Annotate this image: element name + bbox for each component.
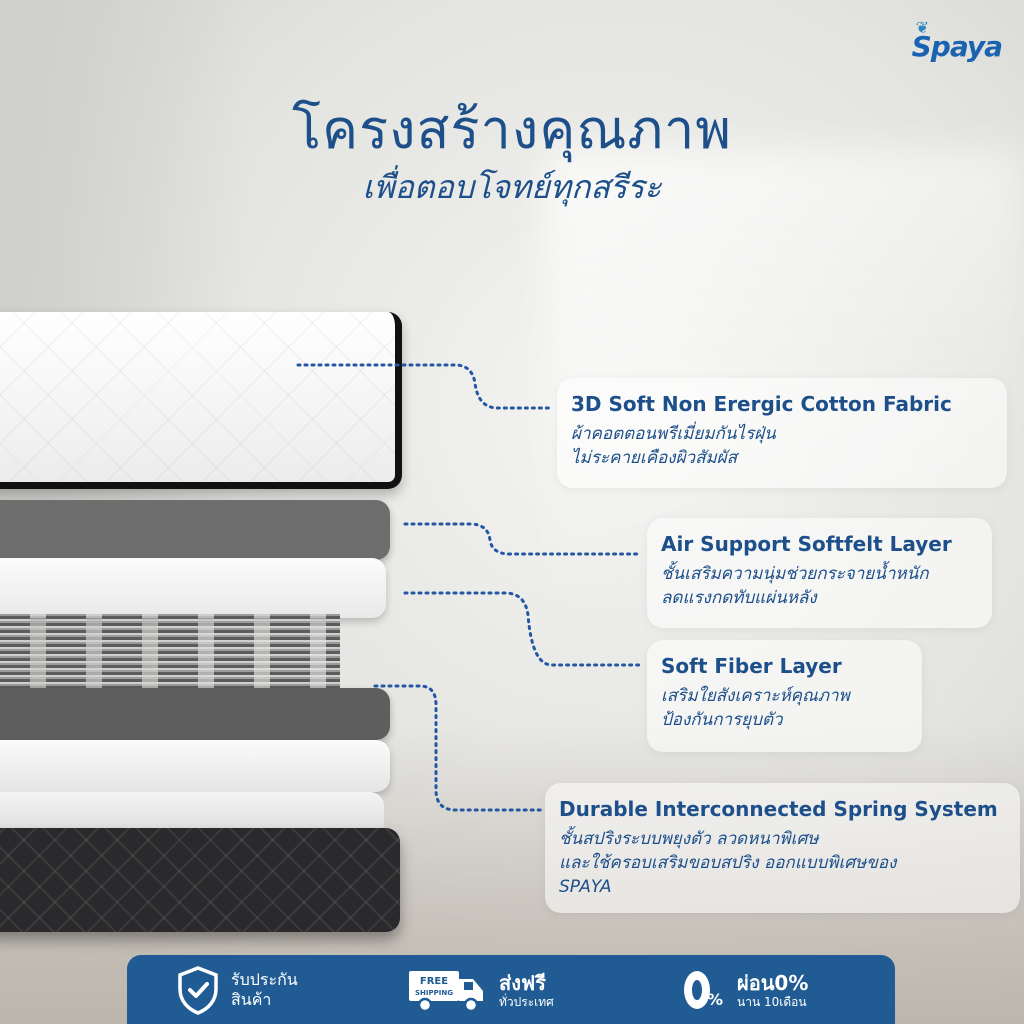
warranty-line2: สินค้า <box>231 989 272 1009</box>
feature-bar: รับประกัน สินค้า FREE SHIPPING ส่งฟรี ทั… <box>127 955 895 1024</box>
leader-line-cotton <box>296 363 552 410</box>
layer-card-title: 3D Soft Non Erergic Cotton Fabric <box>571 392 952 416</box>
brand-logo: ❦ Spaya <box>911 18 1003 63</box>
layer-fiber-bottom <box>0 740 390 792</box>
page-title: โครงสร้างคุณภาพ <box>292 98 732 161</box>
svg-text:%: % <box>707 990 723 1009</box>
truck-icon: FREE SHIPPING <box>409 970 483 1012</box>
layer-fiber-top <box>0 558 386 618</box>
layer-card-desc: ชั้นสปริงระบบพยุงตัว ลวดหนาพิเศษ และใช้ค… <box>559 829 897 897</box>
shipping-sub: ทั่วประเทศ <box>499 994 554 1009</box>
leader-line-softfelt <box>403 522 642 556</box>
warranty-line1: รับประกัน <box>231 969 298 989</box>
layer-card-desc: เสริมใยสังเคราะห์คุณภาพ ป้องกันการยุบตัว <box>661 686 850 730</box>
installment-sub: นาน 10เดือน <box>737 994 807 1009</box>
installment-title: ผ่อน0% <box>737 970 809 995</box>
layer-card-title: Soft Fiber Layer <box>661 654 842 678</box>
layer-card-softfelt: Air Support Softfelt Layer ชั้นเสริมความ… <box>647 518 992 628</box>
feature-shipping: FREE SHIPPING ส่งฟรี ทั่วประเทศ <box>407 955 554 1024</box>
mattress-cross-section <box>0 300 420 940</box>
layer-softfelt-top <box>0 500 390 560</box>
leaf-icon: ❦ <box>915 18 929 37</box>
leader-line-spring <box>373 684 547 812</box>
page-subtitle: เพื่อตอบโจทย์ทุกสรีระ <box>362 168 662 206</box>
layer-card-title: Durable Interconnected Spring System <box>559 797 998 821</box>
layer-card-cotton: 3D Soft Non Erergic Cotton Fabric ผ้าคอต… <box>557 378 1007 488</box>
layer-cotton-cover <box>0 312 402 489</box>
shield-check-icon <box>178 965 218 1015</box>
shipping-badge-line1: FREE <box>420 976 448 987</box>
layer-card-spring: Durable Interconnected Spring System ชั้… <box>545 783 1020 913</box>
feature-warranty: รับประกัน สินค้า <box>175 955 298 1024</box>
layer-quilted-base <box>0 828 400 932</box>
feature-installment: % ผ่อน0% นาน 10เดือน <box>677 955 808 1024</box>
shipping-badge-line2: SHIPPING <box>415 989 453 997</box>
layer-card-title: Air Support Softfelt Layer <box>661 532 952 556</box>
shipping-title: ส่งฟรี <box>499 970 546 995</box>
zero-percent-icon: % <box>684 970 723 1009</box>
layer-softfelt-bottom <box>0 688 390 740</box>
brand-logo-text: Spaya <box>911 30 1003 63</box>
leader-line-fiber <box>403 591 642 667</box>
layer-card-desc: ชั้นเสริมความนุ่มช่วยกระจายน้ำหนัก ลดแรง… <box>661 564 929 608</box>
layer-card-fiber: Soft Fiber Layer เสริมใยสังเคราะห์คุณภาพ… <box>647 640 922 752</box>
layer-card-desc: ผ้าคอตตอนพรีเมี่ยมกันไรฝุ่น ไม่ระคายเคือ… <box>571 424 776 468</box>
